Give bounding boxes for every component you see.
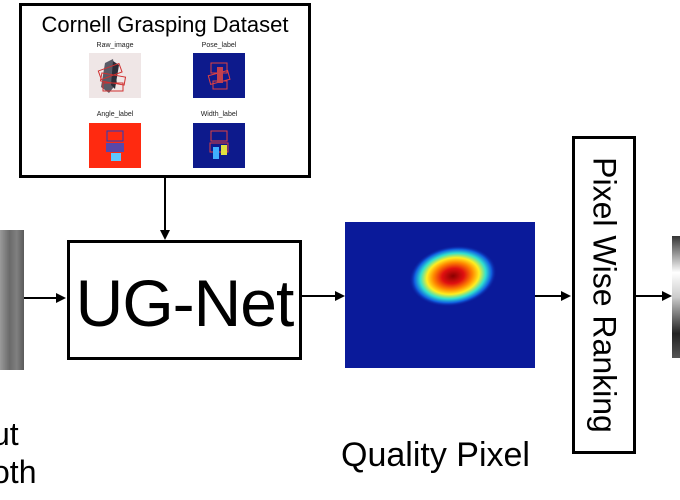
thumb-caption-pose: Pose_label bbox=[201, 42, 237, 49]
raw-image-thumb bbox=[89, 53, 141, 98]
cut-label-line-2: oth bbox=[0, 454, 37, 490]
width-label-thumb bbox=[193, 123, 245, 168]
thumb-caption-raw: Raw_image bbox=[96, 42, 134, 49]
dataset-title: Cornell Grasping Dataset bbox=[41, 12, 289, 37]
input-depth-image bbox=[0, 230, 24, 370]
thumb-caption-width: Width_label bbox=[200, 111, 238, 118]
quality-pixel-label: Quality Pixel bbox=[341, 436, 530, 474]
ugnet-label: UG-Net bbox=[75, 266, 295, 340]
cut-label-line-1: ut bbox=[0, 416, 19, 452]
ugnet-block: UG-Net bbox=[67, 240, 302, 360]
output-image bbox=[672, 236, 680, 358]
angle-label-thumb bbox=[89, 123, 141, 168]
dataset-panel: Cornell Grasping Dataset Raw_image Pose_… bbox=[19, 3, 311, 178]
ranking-block: Pixel Wise Ranking bbox=[572, 136, 636, 454]
quality-heatmap bbox=[345, 222, 535, 368]
pose-label-thumb bbox=[193, 53, 245, 98]
thumb-caption-angle: Angle_label bbox=[96, 111, 134, 118]
